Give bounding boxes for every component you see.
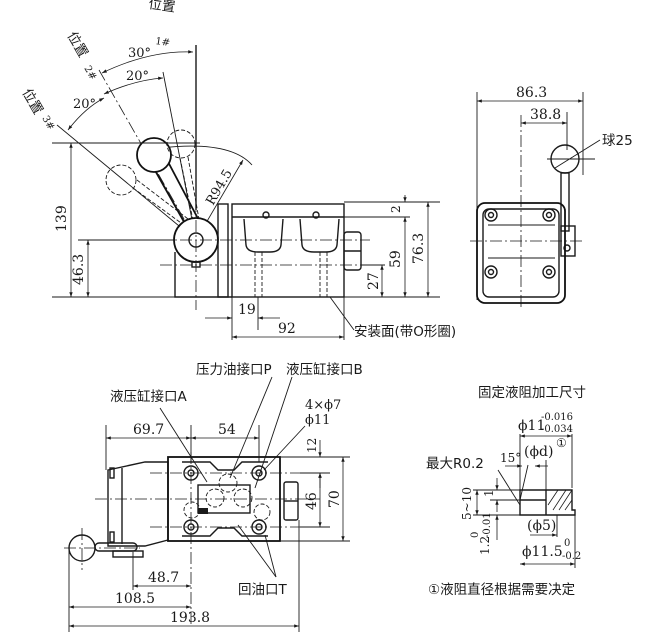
radius-label: R94.5 (203, 167, 235, 208)
port-p-label: 压力油接口P (196, 361, 272, 378)
port-a (205, 488, 225, 508)
ball-label: 球25 (602, 133, 633, 149)
position-3-label: 位置 (19, 86, 46, 117)
dim-46: 46 (304, 492, 320, 510)
dim-48-7: 48.7 (148, 570, 179, 586)
detail-dia-11-5-tol-upper: 0 (564, 538, 570, 549)
actuator-housing (107, 461, 169, 547)
side-view: 30° 20° 20° 位置 1# 位置 2# 位置 3# R94.5 (19, 0, 456, 340)
dim-38-8: 38.8 (530, 107, 561, 123)
detail-dia-d: (ϕd) (524, 444, 553, 460)
position-2-num: 2# (81, 64, 98, 82)
detail-dim-1-2: 1.2 (478, 536, 492, 555)
end-view: 86.3 38.8 球25 (470, 85, 633, 310)
handle-ball-pos3 (105, 164, 137, 196)
detail-note-marker: ① (556, 436, 567, 450)
angle-arc-20b (67, 97, 105, 131)
dim-76-3: 76.3 (411, 233, 427, 264)
position-2-ray (98, 69, 197, 241)
orifice-part (519, 489, 576, 516)
angle-30-label: 30° (128, 46, 151, 61)
detail-dim-1: 1 (482, 489, 496, 497)
port-b-label: 液压缸接口B (286, 361, 363, 378)
dim-108-5: 108.5 (115, 591, 155, 607)
top-view: 压力油接口P 液压缸接口B 液压缸接口A 4×ϕ7 ϕ11 回油口T 69.7 … (64, 361, 363, 632)
detail-dia-main: ϕ11 (518, 418, 545, 434)
port-t-label: 回油口T (238, 582, 287, 598)
angle-20a-label: 20° (126, 69, 149, 84)
detail-dia-11-5-tol-lower: -0.2 (562, 551, 581, 562)
detail-dia-main-tol-lower: -0.034 (541, 424, 573, 435)
position-1-num: 1# (155, 36, 171, 49)
bolt-holes (183, 465, 267, 535)
dim-12: 12 (305, 438, 319, 453)
port-t2 (253, 503, 271, 521)
port-p (218, 473, 238, 493)
section-hatch (547, 489, 573, 511)
position-1-label: 位置 (147, 0, 176, 16)
dim-54: 54 (218, 422, 236, 438)
radius-arc (159, 145, 253, 166)
dim-69-7: 69.7 (133, 422, 164, 438)
position-3-ray (56, 124, 197, 241)
end-body (476, 202, 566, 304)
dim-86-3: 86.3 (516, 85, 547, 101)
orifice-detail: 固定液阻加工尺寸 ϕ11 -0.016 -0.034 (ϕd) ① 最大R0.2… (426, 385, 586, 598)
mounting-face-label: 安装面(带O形圈) (354, 324, 456, 340)
holes-label: 4×ϕ7 (305, 398, 341, 413)
position-2-label: 位置 (64, 29, 91, 60)
detail-dia-5: (ϕ5) (527, 518, 556, 534)
detail-angle: 15° (500, 451, 521, 465)
detail-radius-max: 最大R0.2 (426, 456, 484, 472)
handle-ball-pos2 (136, 137, 172, 173)
dim-59: 59 (388, 250, 404, 268)
port-b (233, 488, 253, 508)
dim-19: 19 (238, 302, 256, 318)
detail-footnote: ①液阻直径根据需要决定 (428, 582, 575, 598)
dim-46-3: 46.3 (71, 254, 87, 285)
dim-70: 70 (327, 490, 343, 508)
dim-139: 139 (54, 205, 70, 232)
detail-dia-11-5: ϕ11.5 (522, 544, 563, 560)
detail-dim-1-2-tol-upper: 0 (470, 532, 481, 538)
handle-ball-pos1 (166, 129, 196, 159)
angle-20b-label: 20° (73, 97, 96, 112)
port-a-label: 液压缸接口A (110, 388, 187, 405)
dim-193-8: 193.8 (170, 610, 210, 626)
dim-2: 2 (389, 205, 403, 213)
detail-dim-5-10: 5~10 (460, 487, 474, 520)
dim-92: 92 (278, 321, 296, 337)
position-3-num: 3# (39, 114, 56, 132)
port-t1 (183, 501, 201, 519)
position-1-ray (162, 71, 197, 241)
dim-27: 27 (366, 272, 382, 290)
angle-arc-20a (103, 76, 164, 95)
detail-dia-main-tol-upper: -0.016 (541, 412, 573, 423)
counterbore-label: ϕ11 (305, 413, 330, 428)
detail-title: 固定液阻加工尺寸 (478, 385, 586, 401)
angle-arc-30 (101, 50, 194, 74)
detail-dim-1-2-tol-lower: -0.01 (482, 512, 493, 538)
